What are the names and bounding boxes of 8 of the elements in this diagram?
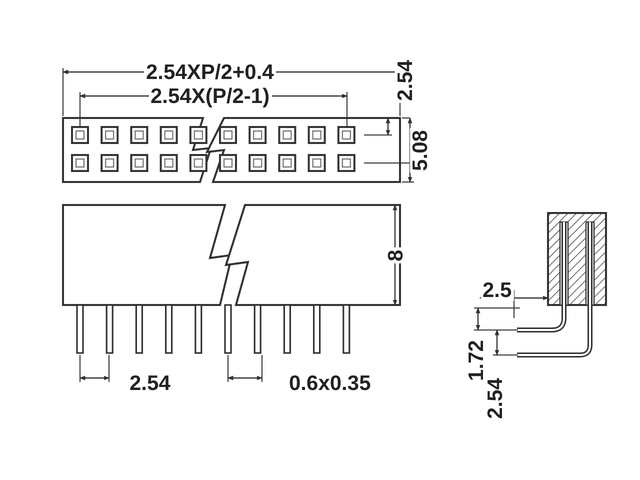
width-dimension: 2.54XP/2+0.4 — [144, 62, 276, 82]
pin-pitch-dimension: 2.54 — [484, 376, 506, 420]
pin-pitch-dimension: 2.54 — [128, 372, 172, 394]
row-pitch-dimension: 2.54 — [394, 58, 416, 102]
pin-size-dimension: 0.6x0.35 — [287, 372, 373, 394]
row-span-dimension: 5.08 — [409, 128, 430, 172]
offset-dimension: 2.5 — [480, 280, 514, 300]
pitch-span-dimension: 2.54X(P/2-1) — [148, 86, 272, 106]
